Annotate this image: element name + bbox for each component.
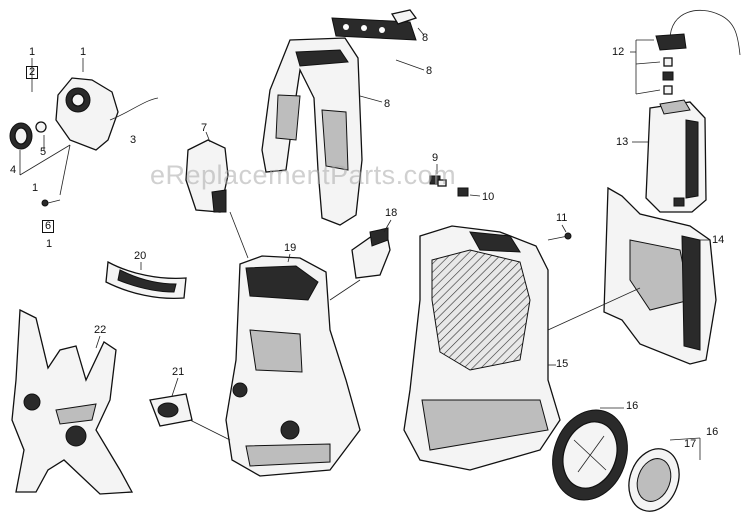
handle-frame [261,37,363,226]
leader-line [383,219,392,233]
leader-line [95,335,101,349]
hubcap-17 [628,448,680,512]
callout-1: 1 [32,182,39,194]
callout-15: 15 [556,358,569,370]
callout-8: 8 [384,98,391,110]
leader-line [59,144,71,196]
leader-line [171,377,179,397]
leader-line [547,287,641,331]
hose-reel-assembly [55,77,159,151]
leader-line [469,194,481,197]
callout-9: 9 [432,152,439,164]
callout-1: 1 [80,46,87,58]
callout-20: 20 [134,250,147,262]
callout-12: 12 [612,46,625,58]
callout-18: 18 [385,207,398,219]
leader-line [229,211,249,259]
leader-line [635,61,661,65]
callout-10: 10 [482,191,495,203]
callout-13: 13 [616,136,629,148]
detergent-tank [645,99,707,213]
detergent-hose [655,9,741,95]
leader-line [205,131,211,143]
callout-22: 22 [94,324,107,336]
callout-2: 2 [26,66,39,79]
callout-19: 19 [284,242,297,254]
callout-17: 17 [684,438,697,450]
callout-14: 14 [712,234,725,246]
wheel-16 [552,409,628,501]
leader-line [635,89,661,95]
hose-guide-21 [149,393,193,427]
screw-6 [41,199,61,207]
callout-16: 16 [706,426,719,438]
leader-line [189,419,231,441]
callout-1: 1 [29,46,36,58]
reel-knob [9,122,33,150]
leader-line [395,59,425,71]
callout-1: 1 [46,238,53,250]
clip-8 [390,9,418,25]
rear-panel-14 [603,186,717,365]
callout-3: 3 [130,134,137,146]
front-housing-19 [225,255,361,477]
callout-8: 8 [422,32,429,44]
callout-16: 16 [626,400,639,412]
leader-line [329,279,361,301]
leader-line [669,437,701,441]
side-cover-7 [185,139,229,213]
callout-21: 21 [172,366,185,378]
fitting-9 [429,175,447,187]
washer-ring [35,121,47,133]
cover-18 [351,227,391,279]
leader-line [561,224,567,233]
watermark-text: eReplacementParts.com [150,160,457,190]
leader-line [19,144,71,176]
callout-11: 11 [556,212,568,224]
callout-5: 5 [40,146,47,158]
callout-6: 6 [42,220,55,233]
callout-4: 4 [10,164,17,176]
fitting-10 [457,187,469,197]
callout-8: 8 [426,65,433,77]
leader-line [287,253,291,263]
base-frame-22 [11,308,134,495]
screw-11 [547,232,572,241]
leader-line [417,27,425,36]
callout-7: 7 [201,122,208,134]
main-housing-15 [403,225,561,471]
leader-line [359,95,383,103]
handle-cap [331,17,417,41]
decal-20 [105,260,187,300]
